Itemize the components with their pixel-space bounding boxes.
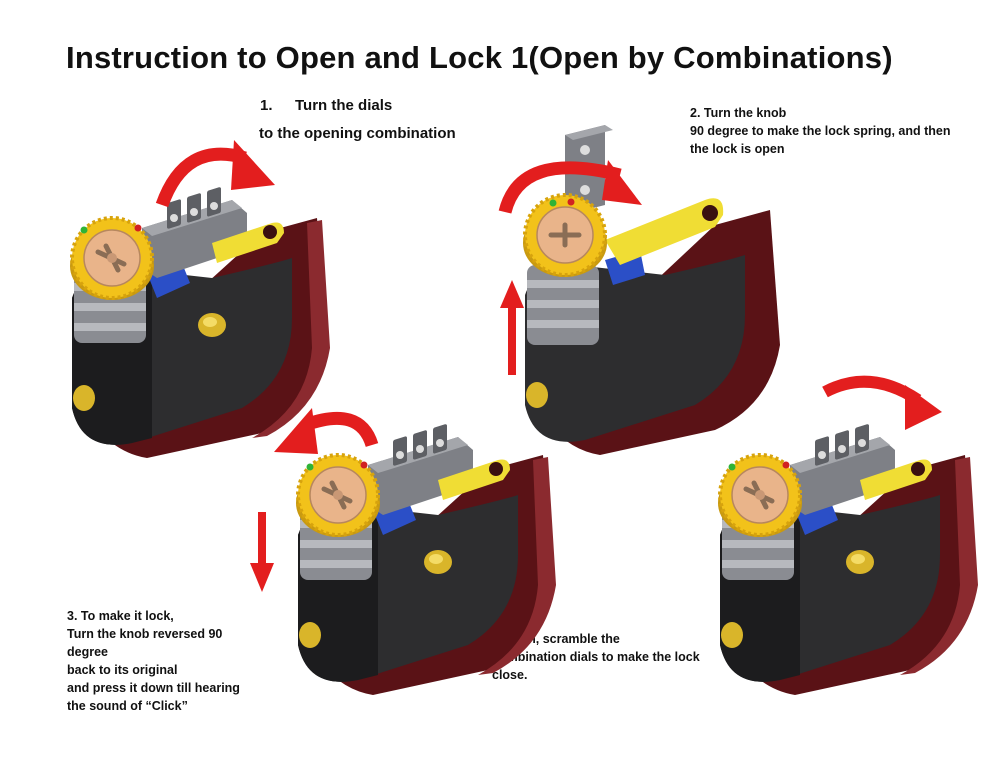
rotate-arrow-1 [155, 147, 247, 208]
lock-illustration-4 [718, 424, 978, 695]
rotate-arrow-4 [822, 375, 922, 406]
lock-illustration-1 [70, 187, 330, 458]
step2-line2: 90 degree to make the lock spring, and t… [690, 124, 951, 138]
step2-line1: 2. Turn the knob [690, 106, 787, 120]
step1-text-line2: to the opening combination [259, 125, 456, 142]
page-title: Instruction to Open and Lock 1(Open by C… [66, 40, 893, 75]
step3-line6: the sound of “Click” [67, 699, 188, 713]
lock-illustration-3 [296, 424, 556, 695]
rotate-arrow-2 [498, 161, 622, 214]
step3-instruction: 3. To make it lock, Turn the knob revers… [67, 607, 240, 715]
step2-instruction: 2. Turn the knob 90 degree to make the l… [690, 104, 951, 158]
step1-number: 1. [260, 97, 273, 114]
step4-line2: combination dials to make the lock [492, 650, 700, 664]
step3-line3: degree [67, 645, 108, 659]
step2-line3: the lock is open [690, 142, 785, 156]
rotate-arrow-3 [302, 411, 379, 448]
step3-line5: and press it down till hearing [67, 681, 240, 695]
step3-line1: 3. To make it lock, [67, 609, 174, 623]
step3-line2: Turn the knob reversed 90 [67, 627, 223, 641]
step4-line3: close. [492, 668, 528, 682]
step1-text-line1: Turn the dials [295, 97, 393, 114]
step3-line4: back to its original [67, 663, 178, 677]
